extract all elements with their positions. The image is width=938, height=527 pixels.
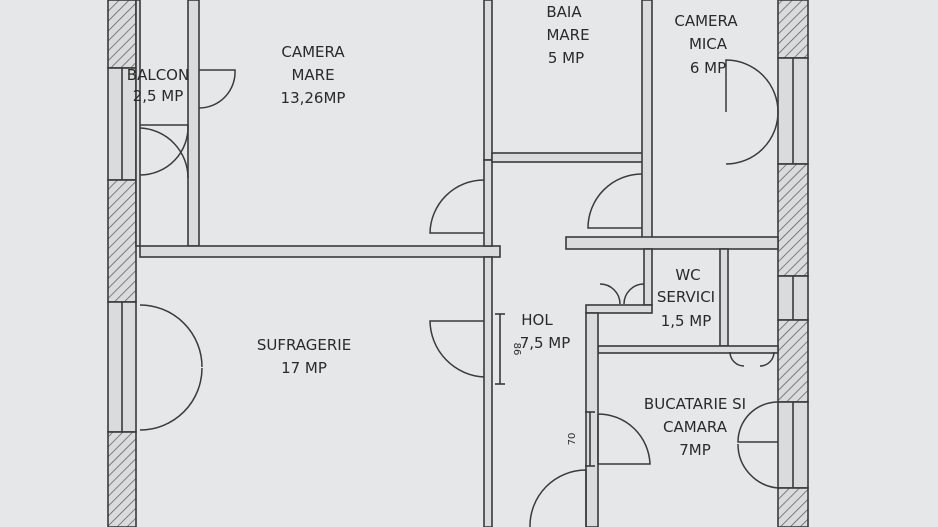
left-wall-mid (107, 179, 137, 303)
camera-mica-name-line1: CAMERA (674, 12, 738, 30)
baia-mare-name-line1: BAIA (546, 3, 582, 21)
camera-mica-name-line2: MICA (689, 35, 728, 53)
hol-area: 7,5 MP (520, 334, 571, 352)
camera-mare-name-line2: MARE (291, 66, 334, 84)
sufragerie-name: SUFRAGERIE (257, 336, 351, 354)
baia-mare-area: 5 MP (548, 49, 584, 67)
balcon-area: 2,5 MP (133, 87, 184, 105)
doors (139, 59, 779, 527)
camera-mica-area: 6 MP (690, 59, 726, 77)
right-wall-mid (777, 163, 809, 277)
right-wall-top (777, 0, 809, 59)
hol-name: HOL (521, 311, 553, 329)
left-wall-top (107, 0, 137, 69)
kitchen-door-dimension: 70 (567, 433, 578, 446)
baia-mare-name-line2: MARE (546, 26, 589, 44)
camera-mare-area: 13,26MP (281, 89, 346, 107)
sufragerie-area: 17 MP (281, 359, 327, 377)
right-wall-lower (777, 319, 809, 403)
hol-door-dimension: 86 (511, 343, 522, 356)
interior-walls (135, 0, 779, 527)
camera-mare-name-line1: CAMERA (281, 43, 345, 61)
wc-servici-area: 1,5 MP (661, 312, 712, 330)
wc-servici-name-line1: WC (675, 266, 700, 284)
bucatarie-name-line2: CAMARA (663, 418, 728, 436)
right-wall-bottom (777, 487, 809, 527)
bucatarie-area: 7MP (679, 441, 711, 459)
balcon-name: BALCON (127, 66, 189, 84)
bucatarie-name-line1: BUCATARIE SI (644, 395, 746, 413)
wc-servici-name-line2: SERVICI (657, 288, 715, 306)
window-lines (121, 58, 794, 488)
room-labels: BALCON 2,5 MP CAMERA MARE 13,26MP BAIA M… (127, 3, 746, 459)
left-wall-bottom (107, 431, 137, 527)
